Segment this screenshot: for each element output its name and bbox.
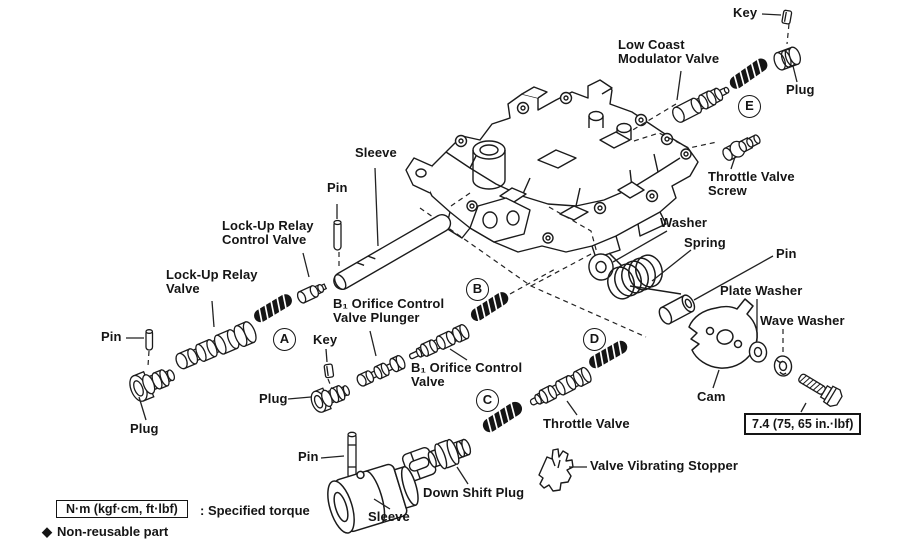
label-plug-mid: Plug <box>259 391 288 406</box>
dashed-alignment-lines <box>147 23 790 488</box>
label-spring: Spring <box>684 235 726 250</box>
bolt-part <box>798 373 843 407</box>
legend-nonreusable-caption: Non-reusable part <box>57 524 169 539</box>
valve-vibrating-stopper-part <box>538 448 574 492</box>
pin-right-part <box>658 294 696 325</box>
legend-nonreusable: ◆ Non-reusable part <box>42 524 168 540</box>
wave-washer-part <box>773 355 793 377</box>
label-b1-orifice-control-valve-plunger: B₁ Orifice Control Valve Plunger <box>333 296 445 326</box>
spring-b-part <box>470 291 509 322</box>
lockup-relay-valve-part <box>175 321 257 370</box>
sleeve-tube-part <box>333 214 452 290</box>
label-throttle-valve: Throttle Valve <box>543 416 630 431</box>
callout-b: B <box>466 278 489 301</box>
label-plate-washer: Plate Washer <box>720 283 803 298</box>
callout-c: C <box>476 389 499 412</box>
label-lockup-relay-valve: Lock-Up Relay Valve <box>166 267 258 297</box>
label-pin-top: Pin <box>327 180 348 195</box>
cam-part <box>688 298 758 369</box>
callout-e: E <box>738 95 761 118</box>
label-cam: Cam <box>697 389 726 404</box>
legend-torque-caption: : Specified torque <box>200 503 310 518</box>
torsion-spring-part <box>607 252 682 300</box>
spring-c-part <box>482 401 523 434</box>
plug-mid-part <box>310 384 351 413</box>
label-lockup-relay-control-valve: Lock-Up Relay Control Valve <box>222 218 314 248</box>
spring-a-part <box>254 293 292 324</box>
label-sleeve-bottom: Sleeve <box>368 509 410 524</box>
washer-part <box>588 253 614 281</box>
low-coast-modulator-valve-part <box>672 86 730 123</box>
valve-body-drawing <box>405 79 699 259</box>
label-b1-orifice-control-valve: B₁ Orifice Control Valve <box>411 360 523 390</box>
label-down-shift-plug: Down Shift Plug <box>423 485 525 500</box>
b1-orifice-control-valve-plunger-part <box>356 354 406 387</box>
throttle-valve-screw-part <box>722 134 761 161</box>
leader-lines <box>126 13 807 510</box>
sleeve-bottom-part <box>327 463 419 534</box>
label-sleeve-top: Sleeve <box>355 145 397 160</box>
plate-washer-part <box>748 341 768 363</box>
label-valve-vibrating-stopper: Valve Vibrating Stopper <box>590 458 738 473</box>
pin-top-part <box>333 219 342 251</box>
label-key-mid: Key <box>313 332 338 347</box>
non-reusable-diamond-icon: ◆ <box>42 524 52 539</box>
label-low-coast-modulator-valve: Low Coast Modulator Valve <box>618 37 720 67</box>
torque-spec-box: 7.4 (75, 65 in.·lbf) <box>744 413 862 435</box>
b1-orifice-control-valve-part <box>408 323 470 360</box>
pin-bottom-part <box>347 431 357 480</box>
spring-d-part <box>589 340 628 370</box>
label-plug-top: Plug <box>786 82 815 97</box>
pin-left-part <box>145 329 154 351</box>
plug-left-part <box>129 369 176 402</box>
label-pin-right: Pin <box>776 246 797 261</box>
label-throttle-valve-screw: Throttle Valve Screw <box>708 169 795 199</box>
callout-a: A <box>273 328 296 351</box>
label-wave-washer: Wave Washer <box>760 313 845 328</box>
spring-e-part <box>729 58 768 90</box>
label-washer: Washer <box>660 215 708 230</box>
plug-top-part <box>773 46 802 71</box>
label-pin-left: Pin <box>101 329 122 344</box>
throttle-valve-part <box>529 366 592 406</box>
label-key-top: Key <box>733 5 758 20</box>
lockup-relay-control-valve-part <box>296 283 328 304</box>
callout-d: D <box>583 328 606 351</box>
key-mid-part <box>323 363 335 379</box>
label-plug-left: Plug <box>130 421 159 436</box>
legend-torque-unit-box: N·m (kgf·cm, ft·lbf) <box>56 500 188 518</box>
key-top-part <box>781 9 793 25</box>
label-pin-bottom: Pin <box>298 449 319 464</box>
